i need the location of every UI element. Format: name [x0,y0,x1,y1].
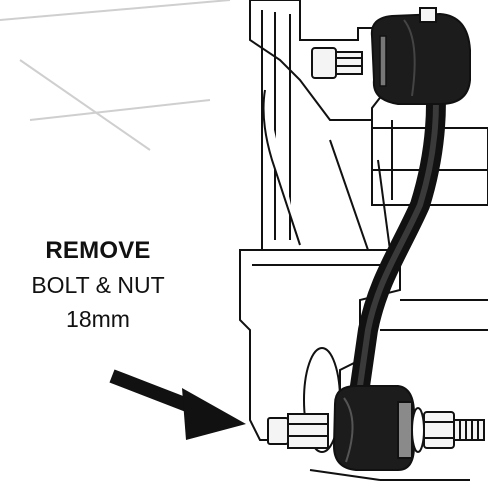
callout-target: BOLT & NUT [31,272,165,299]
background-sketch-lines [0,0,231,151]
arrow-down-right-icon [109,369,246,440]
upper-bushing [370,7,471,105]
lower-bolt-head [267,413,329,449]
lower-nut [423,411,485,449]
frame-member [261,10,391,400]
callout-action: REMOVE [45,237,151,264]
lower-bushing [332,385,425,471]
callout-size: 18mm [66,306,130,333]
removal-callout: REMOVE BOLT & NUT 18mm [0,236,196,333]
upper-bolt [311,47,363,79]
